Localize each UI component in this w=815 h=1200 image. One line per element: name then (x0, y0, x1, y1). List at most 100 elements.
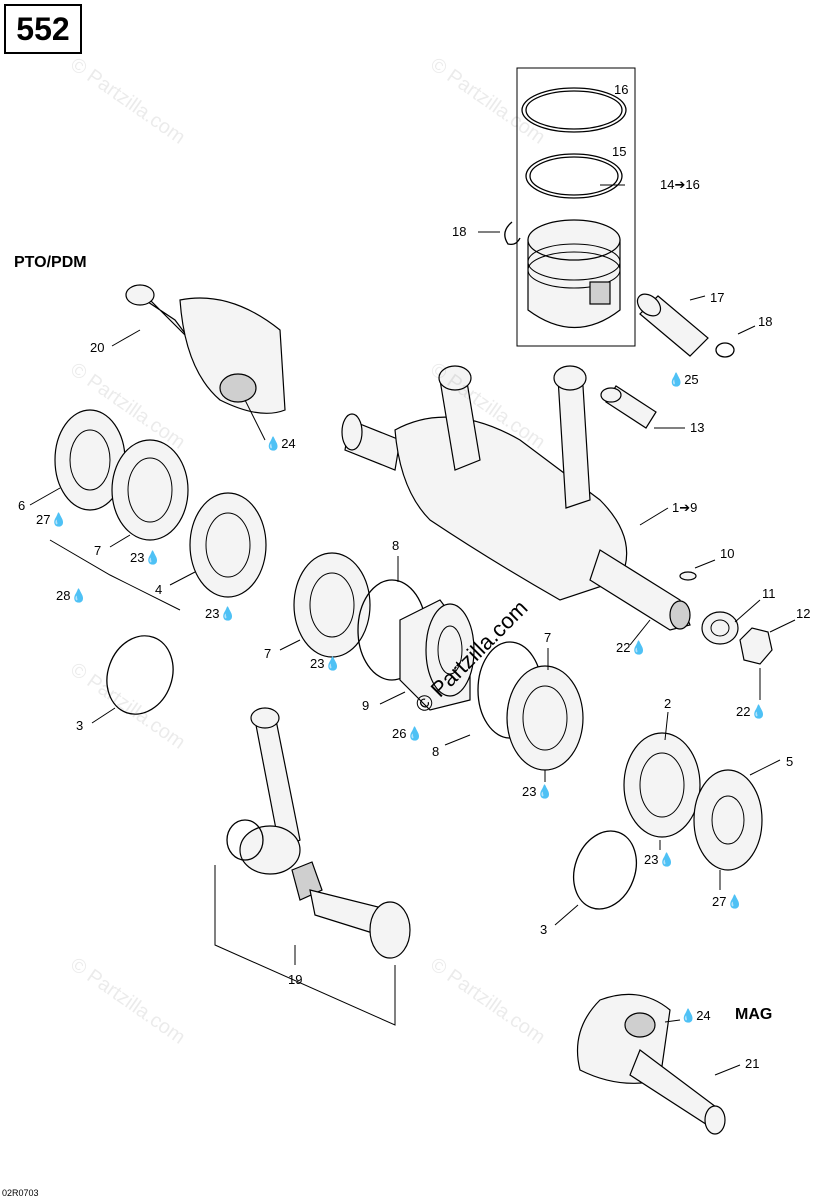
piston-ring-16-inner (525, 90, 623, 130)
piston-ring-15 (525, 153, 623, 199)
washer-11 (701, 611, 739, 645)
woodruff-key (679, 571, 697, 581)
callout-13: 13 (690, 420, 705, 435)
oil-drop-icon: 💧 (50, 512, 67, 527)
callout-23c-label: 23 (310, 656, 325, 671)
callout-1-9: 1➔9 (672, 500, 698, 515)
callout-23e-label: 23 (644, 852, 659, 867)
callout-17: 17 (710, 290, 725, 305)
bearing-2 (623, 732, 701, 838)
callout-23c: 23💧 (310, 656, 341, 672)
callout-18a: 18 (452, 224, 467, 239)
callout-23d-label: 23 (522, 784, 537, 799)
callout-24a-label: 24 (281, 436, 296, 451)
callout-8b: 8 (432, 744, 440, 759)
oil-drop-icon: 💧 (70, 588, 87, 603)
bracket-28 (49, 539, 181, 611)
piston-pin (636, 293, 709, 357)
oil-drop-icon: 💧 (680, 1008, 697, 1023)
callout-8a: 8 (392, 538, 400, 553)
piston-ring-15-inner (529, 156, 619, 196)
circlip-18b (715, 342, 735, 358)
callout-23a: 23💧 (130, 550, 161, 566)
callout-22b-label: 22 (736, 704, 751, 719)
callout-7b: 7 (264, 646, 272, 661)
oil-drop-icon: 💧 (668, 372, 685, 387)
o-ring-3-right (573, 830, 637, 910)
callout-9: 9 (362, 698, 370, 713)
callout-7c: 7 (544, 630, 552, 645)
piston-kit-box (516, 67, 636, 347)
callout-27a-label: 27 (36, 512, 51, 527)
callout-6: 6 (18, 498, 26, 513)
piston-ring-16 (521, 87, 627, 133)
callout-27a: 27💧 (36, 512, 67, 528)
callout-3a: 3 (76, 718, 84, 733)
callout-28-label: 28 (56, 588, 71, 603)
crankshaft-mag-half (576, 993, 726, 1135)
piston (527, 219, 621, 328)
nut-12 (739, 627, 773, 665)
callout-23b-label: 23 (205, 606, 220, 621)
callout-21: 21 (745, 1056, 760, 1071)
oil-seal-5 (693, 769, 763, 871)
callout-2: 2 (664, 696, 672, 711)
callout-11: 11 (762, 586, 776, 601)
callout-23d: 23💧 (522, 784, 553, 800)
oil-drop-icon: 💧 (630, 640, 647, 655)
callout-26: 26💧 (392, 726, 423, 742)
callout-27b: 27💧 (712, 894, 743, 910)
callout-5: 5 (786, 754, 794, 769)
crankshaft-pto-half (125, 284, 286, 414)
bearing-7-right (506, 665, 584, 771)
oil-drop-icon: 💧 (219, 606, 236, 621)
callout-12: 12 (796, 606, 811, 621)
oil-drop-icon: 💧 (536, 784, 553, 799)
spacer-9 (399, 599, 475, 711)
oil-drop-icon: 💧 (406, 726, 423, 741)
bearing-4 (189, 492, 267, 598)
callout-15: 15 (612, 144, 627, 159)
needle-bearing-13 (600, 385, 657, 429)
o-ring-3-left (106, 635, 174, 715)
callout-10: 10 (720, 546, 735, 561)
leader-lines (29, 184, 796, 1076)
bearing-7-middle (293, 552, 371, 658)
oil-drop-icon: 💧 (726, 894, 743, 909)
callout-4: 4 (155, 582, 163, 597)
callout-24b-label: 24 (696, 1008, 711, 1023)
oil-drop-icon: 💧 (265, 436, 282, 451)
callout-20: 20 (90, 340, 105, 355)
oil-drop-icon: 💧 (750, 704, 767, 719)
callout-7a: 7 (94, 543, 102, 558)
crankshaft-assembly (341, 365, 691, 631)
callout-16: 16 (614, 82, 629, 97)
callout-22a: 22💧 (616, 640, 647, 656)
page-number: 552 (4, 4, 82, 54)
callout-3b: 3 (540, 922, 548, 937)
callout-27b-label: 27 (712, 894, 727, 909)
callout-22a-label: 22 (616, 640, 631, 655)
callout-22b: 22💧 (736, 704, 767, 720)
callout-23b: 23💧 (205, 606, 236, 622)
section-label-mag: MAG (735, 1006, 773, 1023)
callout-24b: 💧24 (680, 1008, 711, 1024)
diagram-code: 02R0703 (2, 1188, 39, 1198)
connecting-rod-kit (226, 707, 411, 959)
oil-drop-icon: 💧 (658, 852, 675, 867)
oil-drop-icon: 💧 (144, 550, 161, 565)
oil-drop-icon: 💧 (324, 656, 341, 671)
circlip-18a (504, 221, 521, 246)
callout-28: 28💧 (56, 588, 87, 604)
callout-26-label: 26 (392, 726, 407, 741)
section-label-pto: PTO/PDM (14, 254, 87, 271)
callout-14-16: 14➔16 (660, 177, 700, 192)
bracket-19 (214, 865, 396, 1026)
callout-23a-label: 23 (130, 550, 145, 565)
callout-24a: 💧24 (265, 436, 296, 452)
callout-18b: 18 (758, 314, 773, 329)
bearing-7-left (111, 439, 189, 541)
callout-25: 💧25 (668, 372, 699, 387)
callout-23e: 23💧 (644, 852, 675, 868)
